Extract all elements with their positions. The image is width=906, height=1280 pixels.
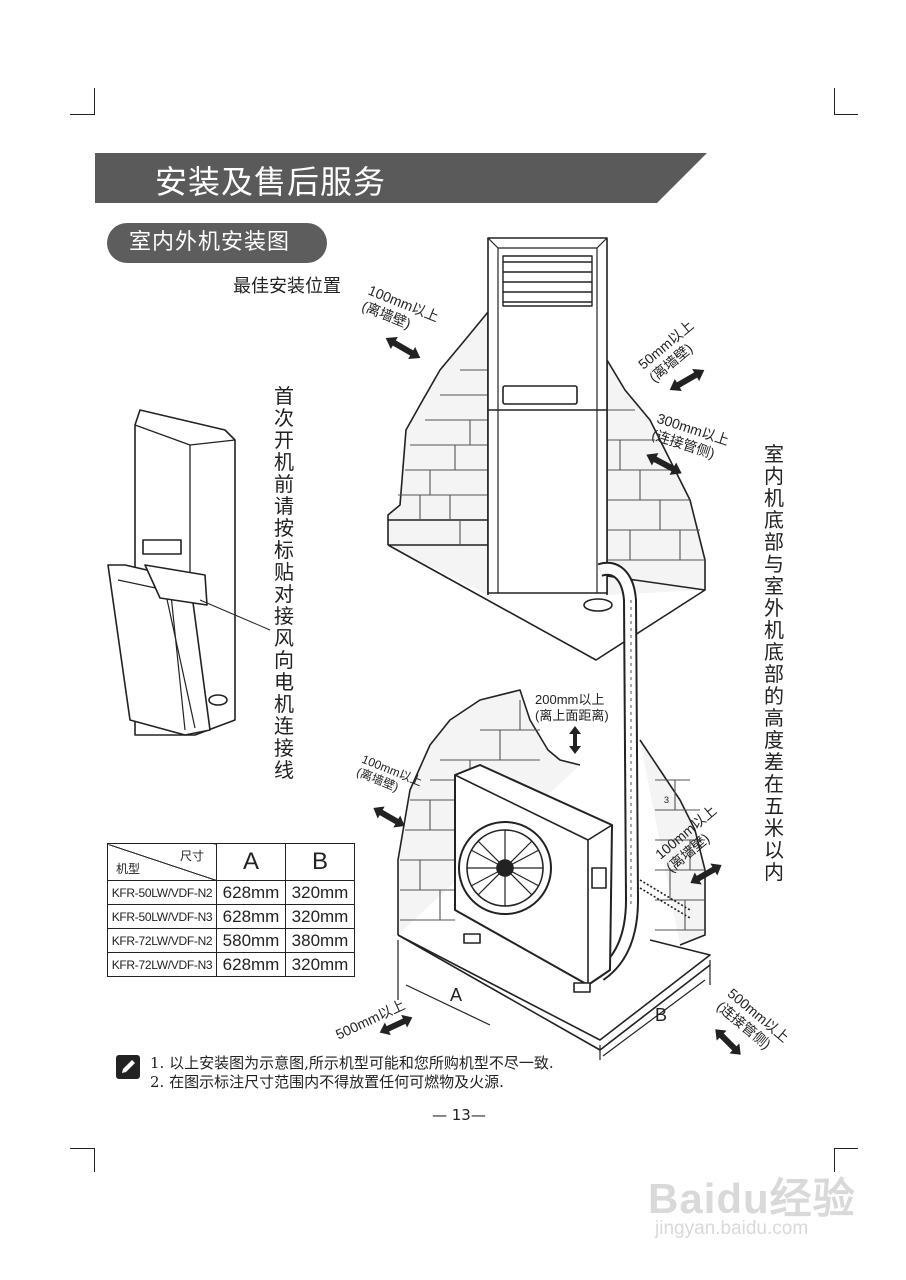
table-row: KFR-72LW/VDF-N3 628mm 320mm	[107, 952, 355, 977]
crop-mark-bottom-right-h	[834, 1148, 858, 1149]
baidu-watermark: Baidu经验	[648, 1175, 856, 1222]
indoor-wall	[387, 311, 706, 661]
dim-desc: (离上面距离)	[535, 708, 609, 723]
a-value-cell: 628mm	[216, 904, 286, 929]
notes: 1. 以上安装图为示意图,所示机型可能和您所购机型不尽一致. 2. 在图示标注尺…	[150, 1054, 554, 1092]
corner-model-label: 机型	[116, 862, 141, 876]
baidu-watermark-url: jingyan.baidu.com	[655, 1218, 809, 1239]
best-position-label: 最佳安装位置	[233, 276, 341, 297]
indoor-unit-panel-open	[107, 409, 271, 736]
page-number: — 13—	[432, 1106, 486, 1124]
crop-mark-top-right-h	[834, 114, 858, 115]
b-value-cell: 320mm	[285, 952, 355, 977]
a-value-cell: 628mm	[216, 952, 286, 977]
table-corner-cell: 尺寸 机型	[107, 843, 217, 881]
small-marker: 3	[664, 795, 670, 805]
crop-mark-top-right-v	[834, 88, 835, 114]
connecting-pipe	[595, 561, 639, 981]
double-arrows	[373, 336, 741, 1055]
section-title: 室内外机安装图	[107, 223, 327, 263]
crop-mark-bottom-left-v	[94, 1148, 95, 1172]
corner-size-label: 尺寸	[179, 849, 204, 863]
table-row: KFR-50LW/VDF-N3 628mm 320mm	[107, 904, 355, 929]
dimension-lines	[397, 940, 711, 1060]
model-cell: KFR-50LW/VDF-N2	[107, 880, 217, 905]
a-value-cell: 580mm	[216, 928, 286, 953]
indoor-unit	[487, 237, 613, 612]
b-value-cell: 380mm	[285, 928, 355, 953]
header-band	[95, 153, 707, 203]
pencil-note-icon	[116, 1055, 140, 1079]
model-cell: KFR-50LW/VDF-N3	[107, 904, 217, 929]
height-difference-note: 室内机底部与室外机底部的高度差在五米以内	[764, 442, 784, 884]
dimension-label-a: A	[450, 985, 463, 1005]
crop-mark-bottom-left-h	[70, 1148, 95, 1149]
table-header-row: 尺寸 机型 A B	[107, 843, 355, 881]
first-power-on-note: 首次开机前请按标贴对接风向电机连接线	[274, 384, 294, 782]
b-value-cell: 320mm	[285, 904, 355, 929]
model-cell: KFR-72LW/VDF-N2	[107, 928, 217, 953]
a-value-cell: 628mm	[216, 880, 286, 905]
note-item: 1. 以上安装图为示意图,所示机型可能和您所购机型不尽一致.	[150, 1054, 554, 1072]
b-value-cell: 320mm	[285, 880, 355, 905]
column-header-a: A	[216, 843, 286, 881]
model-cell: KFR-72LW/VDF-N3	[107, 952, 217, 977]
outdoor-unit	[454, 764, 691, 993]
column-header-b: B	[285, 843, 355, 881]
table-row: KFR-72LW/VDF-N2 580mm 380mm	[107, 928, 355, 953]
crop-mark-bottom-right-v	[834, 1148, 835, 1172]
table-row: KFR-50LW/VDF-N2 628mm 320mm	[107, 880, 355, 905]
dimension-label-b: B	[655, 1005, 668, 1025]
crop-mark-top-left-v	[94, 88, 95, 114]
note-item: 2. 在图示标注尺寸范围内不得放置任何可燃物及火源.	[150, 1073, 504, 1091]
crop-mark-top-left-h	[70, 114, 95, 115]
page-title: 安装及售后服务	[155, 163, 387, 201]
dim-value: 200mm以上	[535, 692, 605, 707]
spec-table: 尺寸 机型 A B KFR-50LW/VDF-N2 628mm 320mm KF…	[107, 843, 355, 977]
outdoor-top-clearance: 200mm以上 (离上面距离)	[535, 692, 609, 724]
